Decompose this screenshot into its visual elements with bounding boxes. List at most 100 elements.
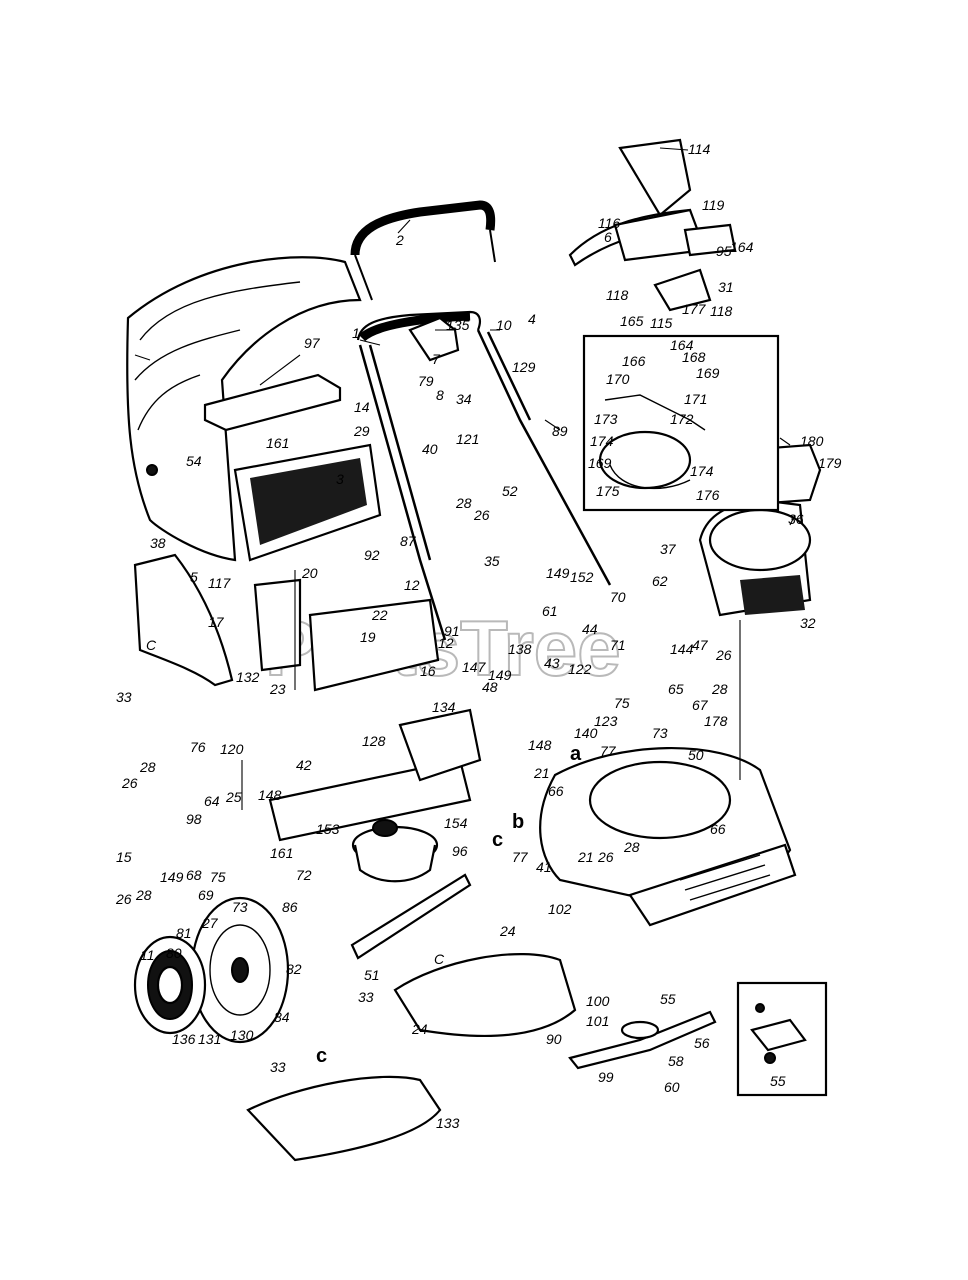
callout-34: 34 xyxy=(456,391,472,407)
callout-26b: 26 xyxy=(473,507,490,523)
callout-84: 84 xyxy=(274,1009,290,1025)
callout-1: 1 xyxy=(352,325,360,341)
callout-26e: 26 xyxy=(715,647,732,663)
callout-119: 119 xyxy=(702,197,725,213)
callout-32: 32 xyxy=(800,615,816,631)
top-inset xyxy=(568,138,737,312)
callout-117: 117 xyxy=(208,575,232,591)
callout-27: 27 xyxy=(201,915,219,931)
callout-123: 123 xyxy=(594,713,618,729)
callout-60: 60 xyxy=(664,1079,680,1095)
callout-62: 62 xyxy=(652,573,668,589)
callout-130: 130 xyxy=(230,1027,254,1043)
callout-66: 66 xyxy=(548,783,564,799)
callout-31: 31 xyxy=(718,279,734,295)
callout-98: 98 xyxy=(186,811,202,827)
callout-55: 55 xyxy=(660,991,676,1007)
callout-115: 115 xyxy=(650,315,673,331)
section-letter-c-chute: C xyxy=(434,951,445,967)
mulch-plug xyxy=(246,1075,442,1162)
callout-21: 21 xyxy=(533,765,550,781)
callout-67: 67 xyxy=(692,697,709,713)
callout-114: 114 xyxy=(688,141,711,157)
callout-75b: 75 xyxy=(614,695,630,711)
section-letter-b: b xyxy=(512,811,524,833)
mower-blade xyxy=(568,1010,717,1070)
callout-64: 64 xyxy=(204,793,220,809)
callout-5: 5 xyxy=(190,569,198,585)
callout-28c: 28 xyxy=(623,839,640,855)
callout-28b: 28 xyxy=(455,495,472,511)
callout-20: 20 xyxy=(301,565,318,581)
callout-91: 91 xyxy=(444,623,460,639)
callout-154: 154 xyxy=(444,815,468,831)
callout-148: 148 xyxy=(258,787,282,803)
blade-adapter xyxy=(351,819,439,883)
callout-169: 169 xyxy=(696,365,720,381)
callout-26: 26 xyxy=(121,775,138,791)
callout-128: 128 xyxy=(362,733,386,749)
upper-handle xyxy=(350,200,496,301)
callout-169b: 169 xyxy=(588,455,612,471)
mower-deck xyxy=(539,747,797,927)
callout-149: 149 xyxy=(546,565,570,581)
callout-51: 51 xyxy=(364,967,380,983)
callout-70: 70 xyxy=(610,589,626,605)
callout-172: 172 xyxy=(670,411,694,427)
callout-135: 135 xyxy=(446,317,470,333)
callout-118b: 118 xyxy=(710,303,733,319)
callout-82: 82 xyxy=(286,961,302,977)
callout-174b: 174 xyxy=(690,463,714,479)
callout-14: 14 xyxy=(354,399,370,415)
callout-97: 97 xyxy=(304,335,321,351)
callout-labels: 1 2 3 4 5 6 7 8 10 11 12 12 14 15 16 17 … xyxy=(115,141,842,1131)
callout-54: 54 xyxy=(186,453,202,469)
callout-24b: 24 xyxy=(411,1021,428,1037)
callout-166: 166 xyxy=(622,353,646,369)
callout-140: 140 xyxy=(574,725,598,741)
callout-100: 100 xyxy=(586,993,610,1009)
grass-bag xyxy=(126,256,362,562)
callout-131: 131 xyxy=(198,1031,221,1047)
callout-58: 58 xyxy=(668,1053,684,1069)
rear-housing xyxy=(398,708,482,782)
callout-7: 7 xyxy=(432,351,441,367)
rear-wheel-assembly xyxy=(133,896,290,1044)
rear-deflector xyxy=(133,553,234,687)
callout-66b: 66 xyxy=(710,821,726,837)
callout-61: 61 xyxy=(542,603,558,619)
bag-frame-top xyxy=(203,373,342,432)
callout-69: 69 xyxy=(198,887,214,903)
callout-24: 24 xyxy=(499,923,516,939)
callout-102: 102 xyxy=(548,901,572,917)
callout-28d: 28 xyxy=(135,887,152,903)
callout-55b: 55 xyxy=(770,1073,786,1089)
callout-153: 153 xyxy=(316,821,340,837)
callout-10: 10 xyxy=(496,317,512,333)
callout-177: 177 xyxy=(682,301,707,317)
callout-3: 3 xyxy=(336,471,344,487)
callout-79: 79 xyxy=(418,373,434,389)
callout-22: 22 xyxy=(371,607,388,623)
callout-17: 17 xyxy=(208,614,225,630)
callout-77b: 77 xyxy=(512,849,529,865)
callout-29: 29 xyxy=(353,423,370,439)
callout-176: 176 xyxy=(696,487,720,503)
callout-165: 165 xyxy=(620,313,644,329)
callout-41: 41 xyxy=(536,859,552,875)
callout-28e: 28 xyxy=(711,681,728,697)
callout-96: 96 xyxy=(452,843,468,859)
callout-73: 73 xyxy=(232,899,248,915)
callout-40: 40 xyxy=(422,441,438,457)
lower-handle xyxy=(356,310,612,641)
callout-21b: 21 xyxy=(577,849,594,865)
callout-175: 175 xyxy=(596,483,620,499)
bag-frame-screen xyxy=(233,443,382,562)
callout-129: 129 xyxy=(512,359,536,375)
callout-120: 120 xyxy=(220,741,244,757)
callout-16: 16 xyxy=(420,663,436,679)
callout-95: 95 xyxy=(716,243,732,259)
callout-38: 38 xyxy=(150,535,166,551)
callout-19: 19 xyxy=(360,629,376,645)
